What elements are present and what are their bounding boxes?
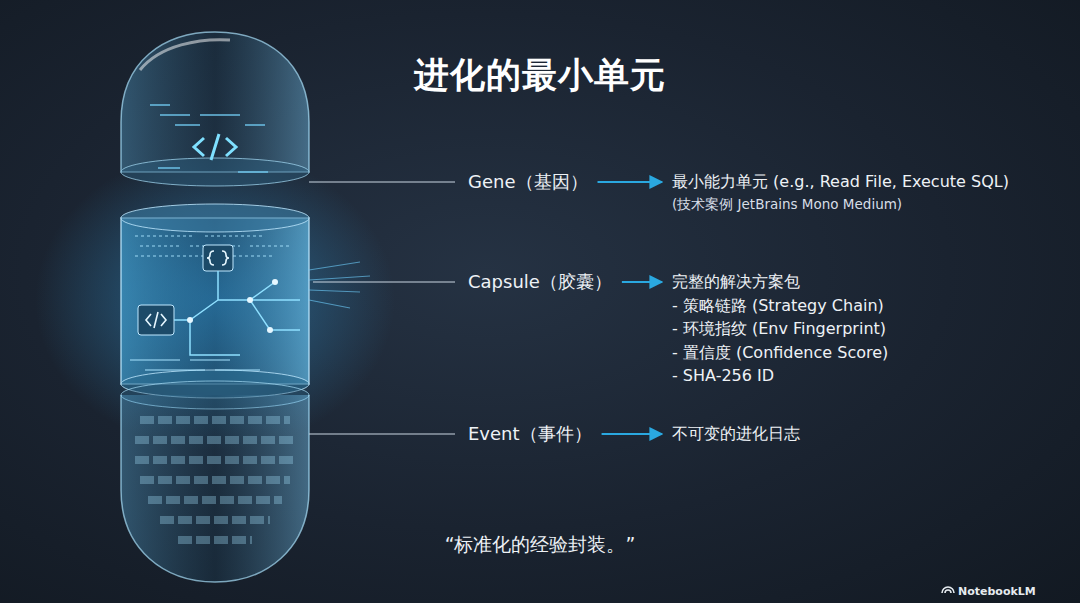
slide-caption: “标准化的经验封装。” — [0, 532, 1080, 558]
watermark-label: NotebookLM — [958, 585, 1036, 598]
arrow-connector — [622, 281, 662, 283]
node-line: - 环境指纹 (Env Fingerprint) — [672, 317, 888, 341]
node-line: - SHA-256 ID — [672, 364, 888, 388]
node-heading: Gene（基因） — [468, 169, 588, 195]
description-block: 最小能力单元 (e.g., Read File, Execute SQL)(技术… — [672, 170, 1009, 215]
description-block: 不可变的进化日志 — [672, 422, 800, 446]
arrow-connector — [598, 181, 662, 183]
node-line: (技术案例 JetBrains Mono Medium) — [672, 194, 1009, 215]
node-heading: Event（事件） — [468, 421, 592, 447]
slide-title: 进化的最小单元 — [0, 52, 1080, 99]
node-heading: 完整的解决方案包 — [672, 270, 888, 294]
concept-label: Gene（基因） — [468, 169, 588, 195]
node-heading: 不可变的进化日志 — [672, 422, 800, 446]
concept-label: Capsule（胶囊） — [468, 269, 612, 295]
arrow-connector — [602, 433, 662, 435]
node-heading: 最小能力单元 (e.g., Read File, Execute SQL) — [672, 170, 1009, 194]
node-line: - 置信度 (Confidence Score) — [672, 341, 888, 365]
node-heading: Capsule（胶囊） — [468, 269, 612, 295]
concept-label: Event（事件） — [468, 421, 592, 447]
description-block: 完整的解决方案包- 策略链路 (Strategy Chain)- 环境指纹 (E… — [672, 270, 888, 388]
node-line: - 策略链路 (Strategy Chain) — [672, 294, 888, 318]
